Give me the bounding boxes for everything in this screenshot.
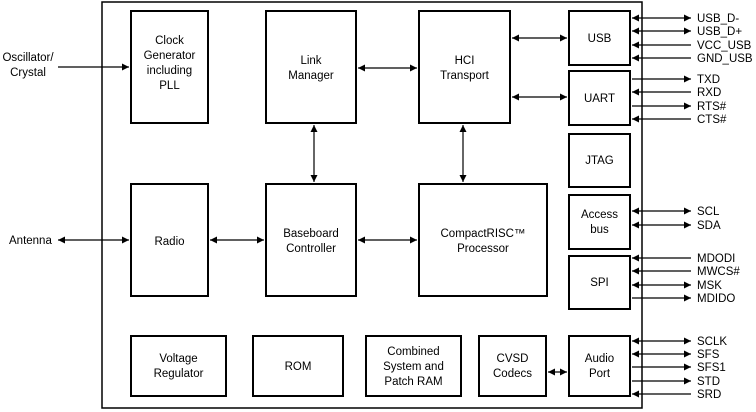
cvsd-codecs-label-2: Codecs (493, 368, 532, 380)
patch-ram-block: Combined System and Patch RAM (365, 335, 462, 397)
pin-sfs-label: SFS (697, 349, 720, 361)
link-manager-label-1: Link (300, 55, 321, 67)
pin-rts-label: RTS# (697, 101, 727, 113)
link-manager-label-2: Manager (288, 70, 334, 82)
audio-port-label-2: Port (589, 368, 611, 380)
jtag-block: JTAG (568, 133, 631, 188)
uart-label: UART (584, 93, 615, 105)
clock-generator-label-1: Clock (155, 35, 184, 47)
processor-label-2: Processor (457, 243, 509, 255)
pin-rxd-label: RXD (697, 87, 721, 99)
clock-generator-label-2: Generator (144, 50, 196, 62)
baseband-controller-label-1: Baseboard (283, 228, 339, 240)
cvsd-codecs-block: CVSD Codecs (478, 335, 547, 397)
hci-transport-block: HCI Transport (418, 10, 511, 124)
clock-generator-block: Clock Generator including PLL (130, 10, 209, 124)
hci-transport-label-2: Transport (440, 70, 490, 82)
pin-sda-label: SDA (697, 220, 721, 232)
pin-mwcs-label: MWCS# (697, 266, 740, 278)
pin-scl-label: SCL (697, 206, 720, 218)
pin-usb-d-plus-label: USB_D+ (697, 26, 742, 38)
access-bus-label-2: bus (590, 224, 609, 236)
access-bus-block: Access bus (568, 194, 631, 250)
uart-block: UART (568, 70, 631, 126)
pin-gnd-usb-label: GND_USB (697, 53, 753, 65)
clock-generator-label-4: PLL (159, 80, 180, 92)
usb-block: USB (568, 10, 631, 66)
pin-mdodi-label: MDODI (697, 253, 735, 265)
voltage-regulator-label-2: Regulator (154, 368, 204, 380)
jtag-label: JTAG (585, 155, 614, 167)
baseband-controller-block: Baseboard Controller (265, 183, 357, 297)
pin-srd-label: SRD (697, 389, 721, 401)
spi-label: SPI (590, 277, 609, 289)
pin-cts-label: CTS# (697, 114, 727, 126)
access-bus-label-1: Access (581, 209, 618, 221)
radio-label: Radio (154, 236, 184, 248)
processor-label-1: CompactRISC™ (441, 228, 526, 240)
cvsd-codecs-label-1: CVSD (497, 353, 529, 365)
rom-block: ROM (252, 335, 344, 397)
antenna-label: Antenna (9, 235, 52, 247)
pin-std-label: STD (697, 376, 720, 388)
oscillator-label-2: Crystal (10, 67, 46, 79)
voltage-regulator-block: Voltage Regulator (130, 335, 227, 397)
rom-label: ROM (285, 361, 312, 373)
clock-generator-label-3: including (147, 65, 192, 77)
patch-ram-label-3: Patch RAM (384, 376, 442, 388)
chip-boundary (101, 1, 643, 409)
patch-ram-label-1: Combined (387, 346, 439, 358)
pin-sfs1-label: SFS1 (697, 362, 726, 374)
usb-label: USB (588, 33, 612, 45)
pin-mdido-label: MDIDO (697, 293, 735, 305)
pin-sclk-label: SCLK (697, 336, 727, 348)
pin-msk-label: MSK (697, 280, 722, 292)
oscillator-label-1: Oscillator/ (2, 52, 54, 64)
pin-usb-d-minus-label: USB_D- (697, 13, 739, 25)
patch-ram-label-2: System and (383, 361, 444, 373)
spi-block: SPI (568, 255, 631, 310)
baseband-controller-label-2: Controller (286, 243, 336, 255)
audio-port-block: Audio Port (568, 335, 631, 397)
pin-vcc-usb-label: VCC_USB (697, 40, 752, 52)
hci-transport-label-1: HCI (455, 55, 475, 67)
radio-block: Radio (130, 183, 209, 297)
voltage-regulator-label-1: Voltage (159, 353, 197, 365)
link-manager-block: Link Manager (265, 10, 357, 124)
compactrisc-processor-block: CompactRISC™ Processor (418, 183, 548, 297)
audio-port-label-1: Audio (585, 353, 614, 365)
pin-txd-label: TXD (697, 74, 720, 86)
